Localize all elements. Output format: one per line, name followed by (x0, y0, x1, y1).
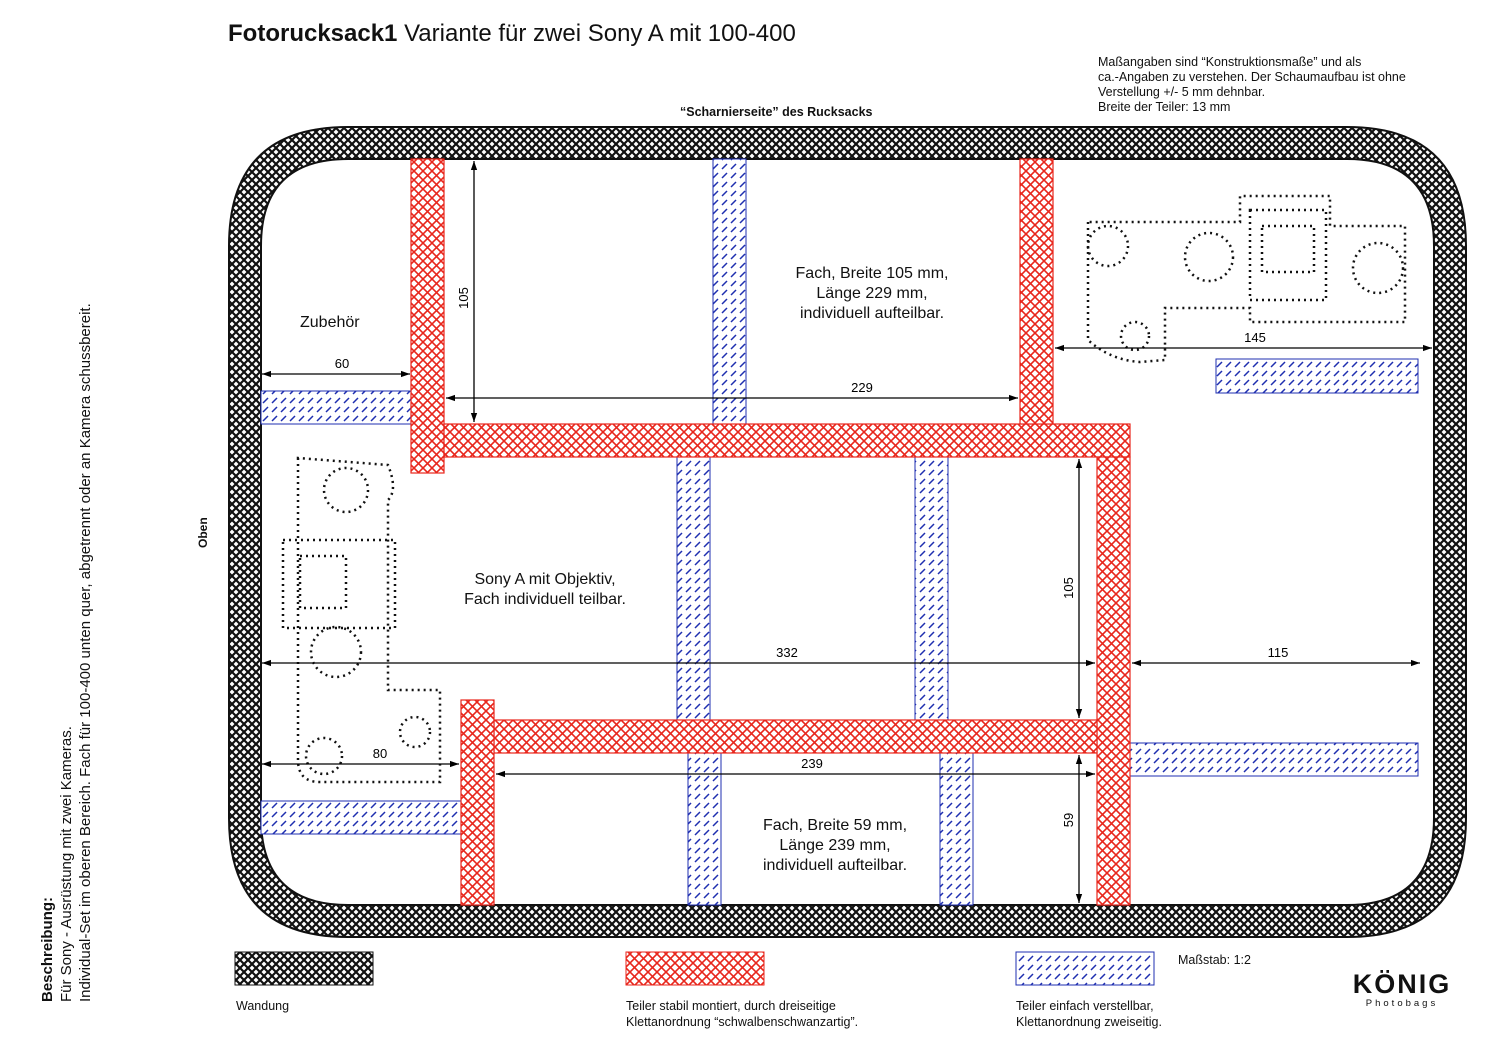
legend-wall-swatch (234, 951, 374, 986)
scale-label: Maßstab: 1:2 (1178, 953, 1251, 967)
dim-239: 239 (801, 756, 823, 771)
fixed-divider (1096, 456, 1131, 906)
dim-80: 80 (373, 746, 387, 761)
legend-adjustable-line: Klettanordnung zweiseitig. (1016, 1015, 1162, 1029)
legend-fixed-line: Klettanordnung “schwalbenschwanzartig”. (626, 1015, 859, 1029)
adjustable-divider (676, 456, 711, 721)
title-bold: Fotorucksack1 (228, 20, 398, 47)
legend-fixed-swatch (625, 951, 765, 986)
logo-sub: Photobags (1365, 998, 1439, 1009)
note-line: Breite der Teiler: 13 mm (1098, 100, 1231, 114)
legend-adjustable-label: Teiler einfach verstellbar, Klettanordnu… (1016, 998, 1162, 1030)
compartment-bottom-line: Fach, Breite 59 mm, (762, 817, 908, 834)
dimension-labels: 60 105 229 145 332 115 105 80 239 59 (335, 287, 1289, 827)
compartment-zubehoer: Zubehör (300, 314, 360, 331)
camera-outline-left (281, 456, 442, 784)
page-title: Fotorucksack1 Variante für zwei Sony A m… (228, 20, 796, 48)
adjustable-divider (914, 456, 949, 721)
adjustable-divider (687, 752, 722, 906)
compartment-top-line: Fach, Breite 105 mm, (795, 265, 949, 282)
adjustable-divider (260, 390, 412, 425)
compartment-camera-line: Fach individuell teilbar. (464, 591, 626, 608)
adjustable-dividers (260, 158, 1419, 906)
dimension-lines (262, 161, 1432, 903)
adjustable-divider (1215, 358, 1419, 394)
dim-229: 229 (851, 380, 873, 395)
compartment-camera: Sony A mit Objektiv, Fach individuell te… (440, 570, 650, 610)
dim-105-top: 105 (456, 287, 471, 309)
backpack-wall (228, 126, 1467, 938)
adjustable-divider (260, 800, 462, 835)
legend-fixed-line: Teiler stabil montiert, durch dreiseitig… (626, 999, 836, 1013)
dim-60: 60 (335, 356, 349, 371)
adjustable-divider (712, 158, 747, 425)
title-rest: Variante für zwei Sony A mit 100-400 (404, 20, 796, 47)
adjustable-divider (939, 752, 974, 906)
compartment-top-line: individuell aufteilbar. (799, 305, 945, 322)
note-line: Verstellung +/- 5 mm dehnbar. (1098, 85, 1266, 99)
legend-adjustable-line: Teiler einfach verstellbar, (1016, 999, 1154, 1013)
fixed-divider (1019, 158, 1054, 425)
camera-outline-right (1086, 194, 1407, 364)
compartment-bottom-line: Länge 239 mm, (779, 837, 891, 854)
adjustable-divider (1129, 742, 1419, 777)
dim-332: 332 (776, 645, 798, 660)
dim-145: 145 (1244, 330, 1266, 345)
dim-59: 59 (1061, 813, 1076, 827)
compartment-bottom-line: individuell aufteilbar. (762, 857, 908, 874)
compartment-camera-line: Sony A mit Objektiv, (474, 571, 616, 588)
koenig-logo: KÖNIG Photobags (1350, 970, 1454, 1010)
legend-adjustable-swatch (1015, 951, 1155, 986)
note-line: Maßangaben sind “Konstruktionsmaße” und … (1098, 55, 1362, 69)
dim-105-right: 105 (1061, 577, 1076, 599)
hinge-side-label: “Scharnierseite” des Rucksacks (680, 105, 873, 119)
legend-wall-label: Wandung (236, 999, 290, 1013)
fixed-divider (410, 158, 445, 474)
dimension-note: Maßangaben sind “Konstruktionsmaße” und … (1098, 55, 1478, 115)
fixed-dividers (410, 158, 1131, 906)
compartment-top: Fach, Breite 105 mm, Länge 229 mm, indiv… (772, 264, 972, 324)
compartment-top-line: Länge 229 mm, (816, 285, 928, 302)
fixed-divider (460, 699, 495, 906)
fixed-divider (443, 423, 1131, 458)
logo-name: KÖNIG (1352, 969, 1452, 999)
note-line: ca.-Angaben zu verstehen. Der Schaumaufb… (1098, 70, 1406, 84)
fixed-divider (493, 719, 1098, 754)
compartment-bottom: Fach, Breite 59 mm, Länge 239 mm, indivi… (735, 816, 935, 876)
legend-fixed-label: Teiler stabil montiert, durch dreiseitig… (626, 998, 858, 1030)
dim-115: 115 (1268, 645, 1289, 660)
